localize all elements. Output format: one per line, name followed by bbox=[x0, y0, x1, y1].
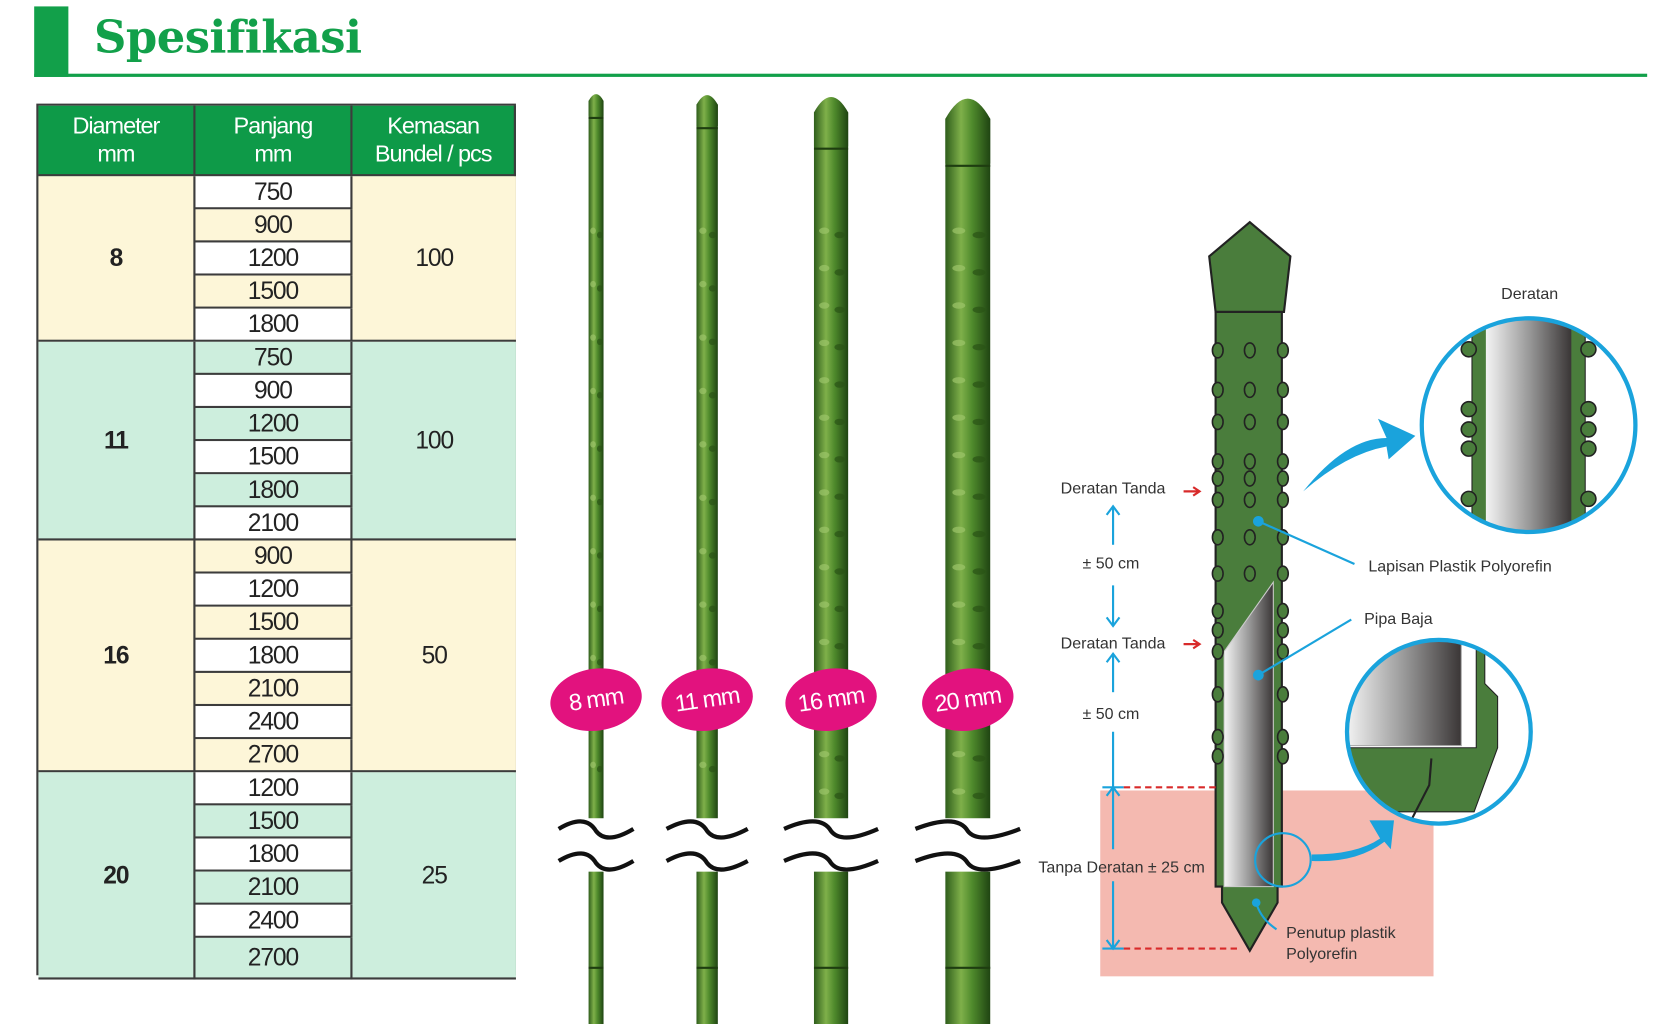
length-cell: 1800 bbox=[195, 474, 353, 508]
length-cell: 750 bbox=[195, 341, 353, 375]
label-lapisan: Lapisan Plastik Polyorefin bbox=[1368, 557, 1551, 575]
kemasan-cell: 100 bbox=[352, 176, 516, 342]
diameter-cell: 20 bbox=[38, 772, 196, 980]
length-cell: 2100 bbox=[195, 507, 353, 541]
label-penutup-2: Polyorefin bbox=[1286, 945, 1357, 963]
label-tanpa-deratan: Tanpa Deratan ± 25 cm bbox=[1038, 859, 1204, 877]
title-underline bbox=[34, 73, 1648, 77]
length-cell: 1200 bbox=[195, 408, 353, 442]
dimension-lines bbox=[1102, 486, 1240, 951]
length-cell: 2400 bbox=[195, 706, 353, 740]
kemasan-header-line2: Bundel / pcs bbox=[374, 139, 493, 167]
label-jarak-1: ± 50 cm bbox=[1082, 554, 1139, 572]
stake-photo-1 bbox=[556, 94, 636, 1024]
length-cell: 1200 bbox=[195, 573, 353, 607]
stake-photo-3 bbox=[781, 96, 881, 1024]
length-cell: 1200 bbox=[195, 242, 353, 276]
diameter-cell: 8 bbox=[38, 176, 196, 342]
length-cell: 1500 bbox=[195, 275, 353, 309]
panjang-header-line1: Panjang bbox=[233, 112, 314, 139]
length-cell: 1500 bbox=[195, 606, 353, 640]
stake-illustration bbox=[1208, 220, 1355, 953]
length-cell: 2100 bbox=[195, 672, 353, 707]
length-cell: 900 bbox=[195, 540, 353, 574]
length-cell: 1800 bbox=[195, 308, 353, 342]
length-cell: 1500 bbox=[195, 441, 353, 475]
label-deratan-tanda-2: Deratan Tanda bbox=[1061, 634, 1166, 652]
length-cell: 2700 bbox=[195, 739, 353, 773]
diameter-cell: 11 bbox=[38, 341, 196, 541]
length-cell: 2100 bbox=[195, 871, 353, 905]
label-deratan-tanda-1: Deratan Tanda bbox=[1061, 480, 1166, 498]
length-cell: 750 bbox=[195, 176, 353, 210]
length-cell: 1200 bbox=[195, 772, 353, 806]
length-cell: 900 bbox=[195, 209, 353, 243]
zoom-callout-deratan bbox=[1303, 316, 1638, 535]
stake-photo-2 bbox=[664, 95, 750, 1024]
length-cell: 900 bbox=[195, 374, 353, 409]
label-penutup-1: Penutup plastik bbox=[1286, 924, 1397, 942]
label-pipa-baja: Pipa Baja bbox=[1364, 610, 1433, 628]
kemasan-cell: 25 bbox=[352, 772, 516, 980]
title-accent-block bbox=[34, 6, 69, 77]
zoom-callout-tip bbox=[1311, 637, 1533, 862]
length-cell: 2400 bbox=[195, 904, 353, 938]
length-cell: 1500 bbox=[195, 805, 353, 839]
page-title: Spesifikasi bbox=[94, 10, 362, 64]
label-deratan: Deratan bbox=[1501, 285, 1558, 303]
panjang-header-line2: mm bbox=[254, 139, 292, 167]
length-cell: 1800 bbox=[195, 838, 353, 872]
kemasan-header-line1: Kemasan bbox=[387, 112, 480, 139]
stake-photo-4 bbox=[913, 98, 1023, 1024]
label-jarak-2: ± 50 cm bbox=[1082, 705, 1139, 723]
length-cell: 1800 bbox=[195, 639, 353, 673]
diameter-header-line2: mm bbox=[97, 139, 135, 167]
diameter-header-line1: Diameter bbox=[72, 112, 161, 139]
kemasan-cell: 50 bbox=[352, 540, 516, 773]
kemasan-cell: 100 bbox=[352, 341, 516, 541]
diameter-cell: 16 bbox=[38, 540, 196, 773]
length-cell: 2700 bbox=[195, 937, 353, 980]
